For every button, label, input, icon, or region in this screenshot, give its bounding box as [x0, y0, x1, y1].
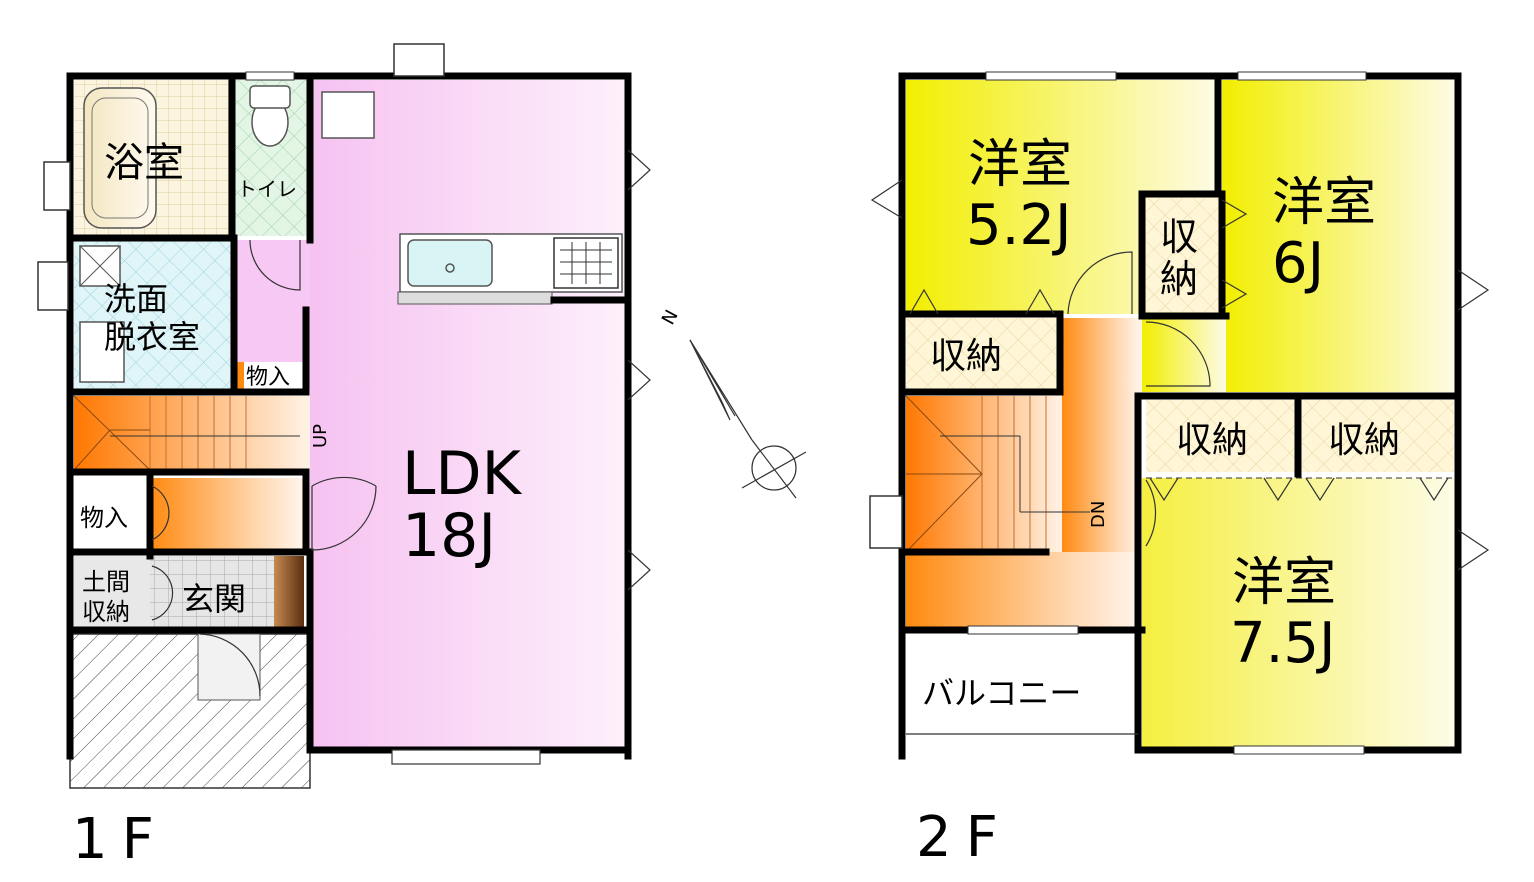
western-room-c-label-2: 7.5J: [1230, 611, 1336, 676]
storage-small-2-label: 物入: [80, 504, 128, 532]
doma-storage-area: [74, 556, 150, 628]
ldk-room: [310, 80, 628, 750]
western-room-b-label-2: 6J: [1272, 231, 1324, 296]
fridge-space: [321, 91, 375, 139]
compass-circle: [751, 445, 797, 491]
doma-storage-label-2: 収納: [82, 598, 130, 626]
entrance-label: 玄関: [182, 580, 246, 618]
stair-up-label: UP: [310, 424, 331, 448]
balcony-label: バルコニー: [922, 674, 1081, 712]
floor-1-plan: 浴室 トイレ 洗面 脱衣室 物入 UP 物入 土間 収納 玄関 LDK 18J …: [37, 43, 651, 872]
floor-1-label: 1F: [72, 807, 168, 872]
shoe-cabinet: [274, 556, 304, 628]
western-room-a-label-1: 洋室: [968, 135, 1072, 195]
bath-label: 浴室: [104, 140, 184, 186]
closet-3-label: 収納: [1328, 420, 1400, 461]
compass: N: [658, 307, 807, 499]
storage-small-1-area: [236, 362, 304, 390]
closet-2-area: [1146, 400, 1298, 472]
sink: [407, 239, 493, 287]
storage-small-2-area: [74, 478, 150, 550]
closet-vertical: [1146, 196, 1222, 312]
stairs-floor-1: [74, 396, 310, 470]
doma-storage-label-1: 土間: [82, 568, 130, 596]
ldk-label-2: 18J: [402, 501, 496, 571]
western-room-b-label-1: 洋室: [1272, 173, 1376, 233]
closet-1-label: 収納: [930, 336, 1002, 377]
bathtub: [83, 87, 157, 229]
washroom-label-1: 洗面: [104, 280, 168, 318]
corridor-floor-1: [150, 478, 306, 550]
western-room-a-label-2: 5.2J: [966, 193, 1072, 258]
compass-north-label: N: [658, 307, 683, 329]
landing-floor-2: [906, 552, 1142, 630]
western-room-c: [1142, 478, 1456, 750]
washroom-label-2: 脱衣室: [104, 318, 200, 356]
closet-1-area: [906, 318, 1058, 390]
storage-small-1-label: 物入: [246, 365, 290, 390]
western-room-b-lower: [1142, 318, 1226, 392]
closet-vertical-label-2: 納: [1160, 257, 1198, 301]
closet-2-label: 収納: [1176, 420, 1248, 461]
entrance-area: [150, 556, 274, 628]
porch: [69, 633, 311, 789]
ldk-label-1: LDK: [402, 439, 523, 509]
closet-3-area: [1302, 400, 1454, 472]
western-room-c-label-1: 洋室: [1232, 553, 1336, 613]
toilet-label: トイレ: [237, 177, 297, 201]
closet-vertical-label-1: 収: [1160, 215, 1198, 259]
balcony-area: [906, 634, 1138, 748]
stair-down-label: DN: [1088, 501, 1109, 528]
western-room-b: [1222, 80, 1456, 392]
floor-2-plan: 洋室 5.2J 洋室 6J 収 納 収納 収納 収納 DN 洋室 7.5J バル…: [869, 71, 1490, 870]
floor-2-label: 2F: [916, 805, 1012, 870]
